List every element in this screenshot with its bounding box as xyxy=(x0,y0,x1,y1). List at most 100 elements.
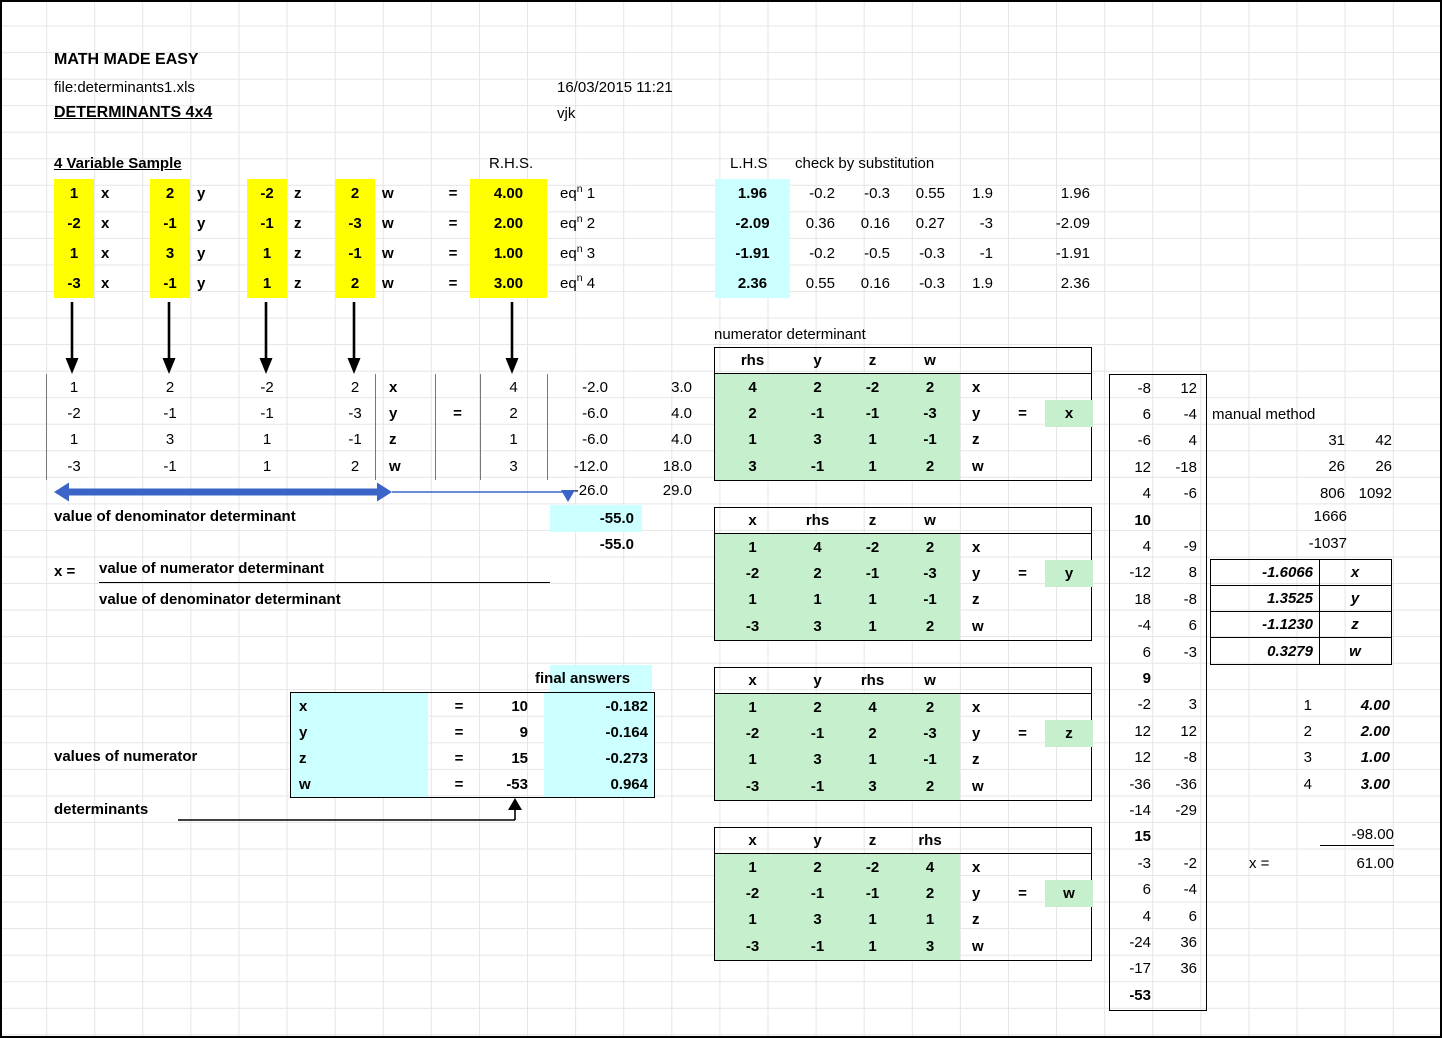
matrix-cell: -1 xyxy=(790,933,845,960)
spacer xyxy=(428,693,448,719)
work-value: 12 xyxy=(1134,722,1151,740)
coefficient-cell[interactable]: 3 xyxy=(150,238,190,269)
table-row: -2 2 -1 -3 y = y xyxy=(715,560,1093,587)
spacer xyxy=(547,268,560,298)
result-value: -1.6066 xyxy=(1262,564,1313,581)
matrix-cell: -3 xyxy=(900,560,960,587)
matrix-cell: 2 xyxy=(790,854,845,881)
equals-sign: = xyxy=(454,697,464,715)
coefficient-cell[interactable]: 1 xyxy=(54,238,94,269)
rhs-cell[interactable]: 2.00 xyxy=(470,208,547,239)
app-title: MATH MADE EASY xyxy=(54,51,199,68)
expansion-value: 3.0 xyxy=(671,378,692,396)
rhs-cell[interactable]: 3.00 xyxy=(470,268,547,299)
rhs-cell[interactable]: 1.00 xyxy=(470,238,547,269)
equals-sign: = xyxy=(454,723,464,741)
variable-label: y xyxy=(972,725,981,743)
eq-prefix: eq xyxy=(560,274,577,292)
work-value: 36 xyxy=(1180,960,1197,978)
matrix-cell: 2 xyxy=(900,534,960,561)
variable-label: w xyxy=(382,274,394,292)
eq-superscript: n xyxy=(576,212,583,225)
manual-checks: 1 4.00 2 2.00 3 1.00 4 3.00 xyxy=(1242,692,1392,797)
equals-sign xyxy=(1000,587,1045,613)
coefficient-cell[interactable]: -2 xyxy=(247,179,287,209)
lhs-label: L.H.S xyxy=(730,155,768,172)
work-value: 8 xyxy=(1188,564,1197,582)
coefficient-cell[interactable]: -3 xyxy=(54,268,94,299)
rhs-value: 3 xyxy=(509,457,518,475)
coefficient-cell[interactable]: -3 xyxy=(335,208,375,239)
table-header: rhs y z w xyxy=(715,348,1091,374)
matrix-cell: -1 xyxy=(900,586,960,614)
expansion-value: 4.0 xyxy=(671,431,692,449)
matrix-cell: -1 xyxy=(790,773,845,800)
answer-value: -0.164 xyxy=(544,719,654,745)
numerator-value: 9 xyxy=(519,723,528,741)
coefficient-cell[interactable]: 2 xyxy=(335,179,375,209)
equals-sign: = xyxy=(1018,565,1027,583)
coefficient-cell[interactable]: -2 xyxy=(54,208,94,239)
work-row: 4 6 xyxy=(1110,903,1206,929)
matrix-cell: -2 xyxy=(715,720,790,747)
coefficient-cell[interactable]: -1 xyxy=(247,208,287,239)
matrix-cell: -2 xyxy=(260,378,274,396)
work-value: 4 xyxy=(1188,432,1197,450)
column-header: z xyxy=(868,352,877,369)
variable-label: w xyxy=(382,215,394,233)
manual-sum: -98.00 xyxy=(1320,826,1394,846)
work-value: -12 xyxy=(1129,564,1151,582)
matrix-cell: -3 xyxy=(715,933,790,960)
coefficient-cell[interactable]: 1 xyxy=(247,268,287,299)
result-variable: w xyxy=(1319,638,1390,664)
table-header: x y z rhs xyxy=(715,828,1091,854)
spacer xyxy=(428,745,448,771)
eq-number: 3 xyxy=(586,244,596,262)
x-value: 61.00 xyxy=(1356,855,1394,872)
column-header: z xyxy=(868,512,877,529)
table-row: -2 -1 2 -3 y = z xyxy=(715,720,1093,747)
manual-pairs: 31 42 26 26 806 1092 xyxy=(1282,427,1395,507)
work-value xyxy=(1155,507,1203,533)
work-row: 10 xyxy=(1110,507,1206,533)
spacer xyxy=(287,374,335,400)
matrix-cell: 2 xyxy=(790,560,845,587)
coefficient-cell[interactable]: -1 xyxy=(150,268,190,299)
work-value: -36 xyxy=(1129,775,1151,793)
spacer xyxy=(547,209,560,239)
matrix-cell: -2 xyxy=(845,374,900,401)
numerator-table-w: x y z rhs 1 2 -2 4 x -2 -1 xyxy=(714,827,1093,961)
check-index: 2 xyxy=(1303,722,1312,740)
coefficient-cell[interactable]: 1 xyxy=(247,238,287,269)
result-value: -1.1230 xyxy=(1262,616,1313,633)
work-row: -8 12 xyxy=(1110,375,1206,401)
equals-sign xyxy=(1000,613,1045,639)
work-row: -14 -29 xyxy=(1110,797,1206,823)
coefficient-cell[interactable]: -1 xyxy=(335,238,375,269)
coefficient-cell[interactable]: 1 xyxy=(54,179,94,209)
variable-label: x xyxy=(972,698,981,716)
equals-sign: = xyxy=(453,405,462,423)
variable-label: y xyxy=(972,405,981,423)
equals-sign xyxy=(1000,427,1045,453)
coefficient-cell[interactable]: -1 xyxy=(150,208,190,239)
matrix-cell: 2 xyxy=(900,694,960,721)
matrix-cell: -1 xyxy=(900,426,960,454)
variable-label: y xyxy=(197,274,206,292)
rhs-cell[interactable]: 4.00 xyxy=(470,179,547,209)
work-value: 12 xyxy=(1134,458,1151,476)
work-value xyxy=(1155,665,1203,691)
numerator-table-z: x y rhs w 1 2 4 2 x -2 -1 xyxy=(714,667,1093,801)
solve-variable-cell: z xyxy=(1045,720,1093,747)
matrix-cell: -3 xyxy=(900,400,960,427)
check-value: -1 xyxy=(979,244,993,262)
manual-value: 31 xyxy=(1328,431,1345,449)
work-row: 15 xyxy=(1110,824,1206,850)
matrix-cell: -2 xyxy=(845,534,900,561)
matrix-cell: -2 xyxy=(715,880,790,907)
coefficient-cell[interactable]: 2 xyxy=(150,179,190,209)
check-value: 0.55 xyxy=(805,274,835,292)
coefficient-cell[interactable]: 2 xyxy=(335,268,375,299)
matrix-cell: -2 xyxy=(715,560,790,587)
